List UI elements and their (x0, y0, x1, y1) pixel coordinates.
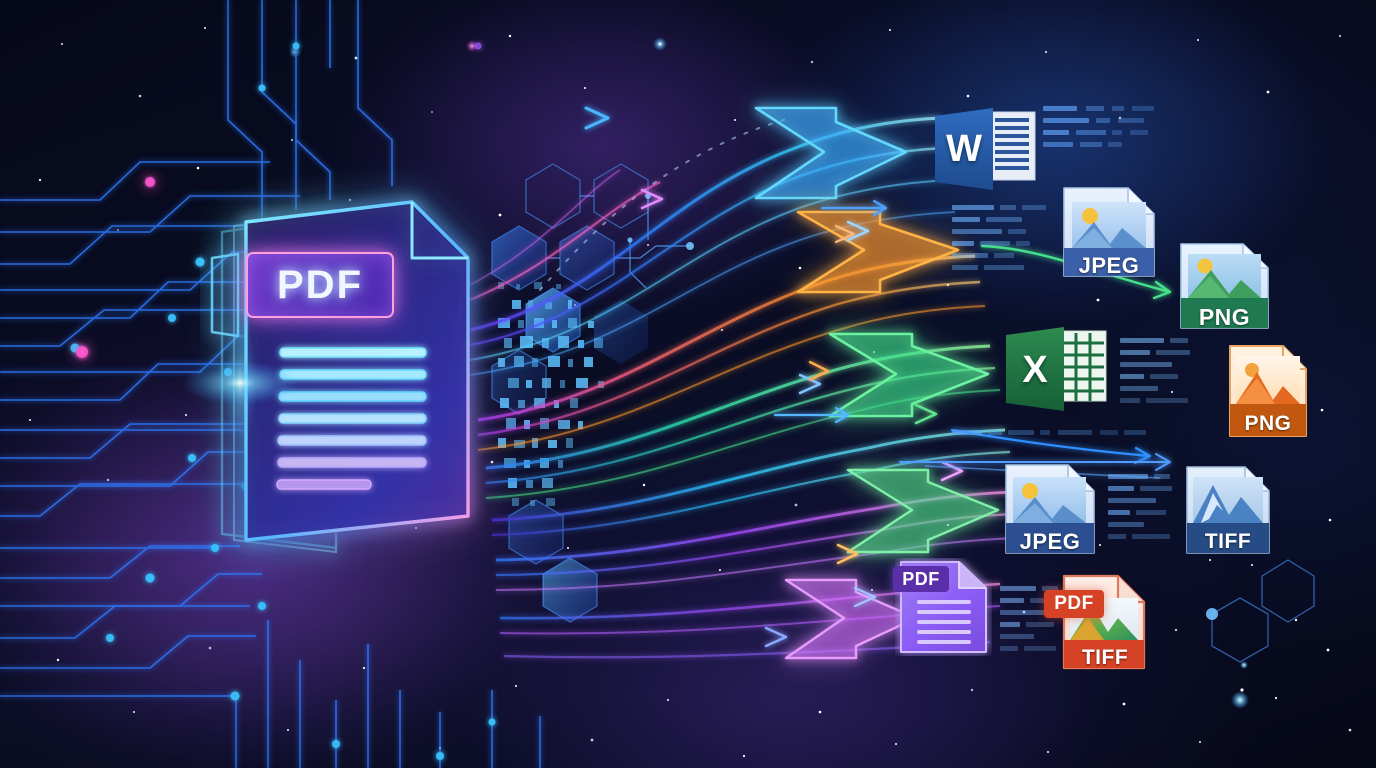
output-icon-jpeg-top[interactable]: JPEG (1060, 184, 1158, 280)
source-pdf-document: PDF (210, 196, 488, 564)
word-icon (935, 108, 1036, 190)
output-icon-png-green[interactable]: PNG (1177, 240, 1272, 332)
tiff-file-icon (1186, 466, 1270, 554)
jpeg-top-label: JPEG (1078, 253, 1140, 278)
png-orange-label: PNG (1244, 412, 1292, 435)
pdf-red-badge: PDF (1044, 590, 1104, 618)
jpeg-lower-file-icon (1005, 464, 1095, 554)
pdf-red-badge-text: PDF (1054, 593, 1094, 614)
pdf-source-label-badge: PDF (246, 252, 394, 318)
pdf-purple-badge: PDF (893, 566, 949, 592)
output-icon-word[interactable]: W (933, 108, 1037, 190)
output-icon-jpeg-lower[interactable]: JPEG (1002, 461, 1098, 557)
excel-icon-letter: X (1022, 348, 1048, 391)
tiff-red-label: TIFF (1081, 646, 1129, 669)
png-orange-file-icon (1229, 345, 1307, 437)
output-icon-pdf-purple[interactable]: PDF (893, 558, 992, 656)
jpeg-file-icon (1063, 187, 1155, 277)
pdf-source-label-text: PDF (277, 262, 363, 307)
tiff-blue-label: TIFF (1204, 530, 1252, 553)
output-icon-tiff-blue[interactable]: TIFF (1183, 463, 1273, 557)
png-green-label: PNG (1198, 303, 1251, 330)
output-icon-png-orange[interactable]: PNG (1227, 342, 1309, 440)
excel-icon (1006, 327, 1107, 411)
jpeg-lower-label: JPEG (1019, 529, 1081, 554)
pdf-purple-badge-text: PDF (902, 568, 940, 589)
output-icon-pdf-to-tiff-red[interactable]: TIFF PDF (1044, 572, 1152, 672)
output-icon-excel[interactable]: X (1004, 327, 1108, 411)
word-icon-letter: W (946, 127, 982, 170)
png-file-icon (1180, 243, 1269, 329)
